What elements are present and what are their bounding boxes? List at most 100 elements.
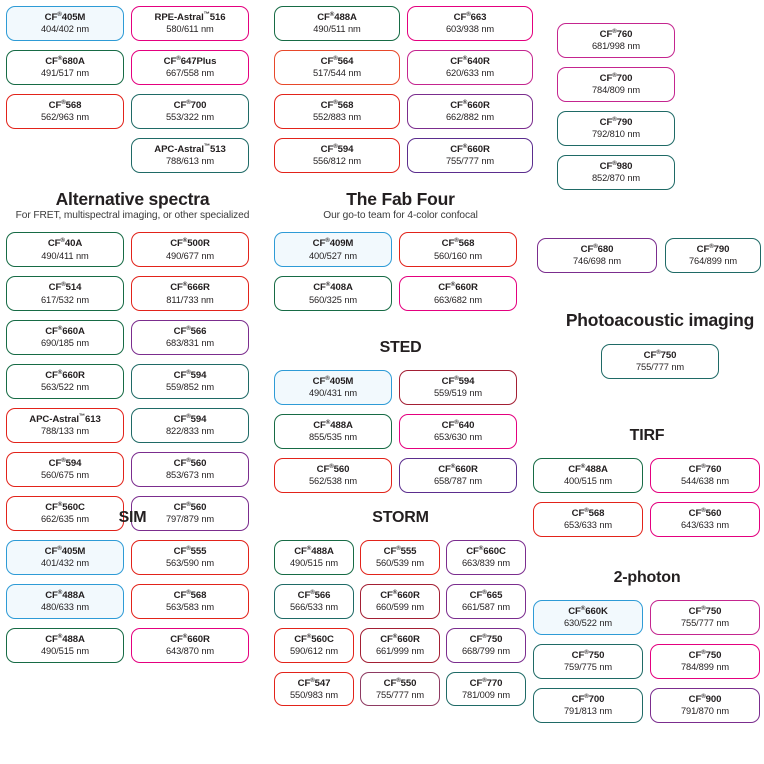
dye-name: CF®790 bbox=[599, 115, 633, 128]
dye-wavelengths: 653/633 nm bbox=[563, 519, 613, 530]
dye-name: CF®547 bbox=[297, 676, 331, 689]
dye-wavelengths: 755/777 nm bbox=[635, 361, 685, 372]
dye-name: CF®660R bbox=[438, 281, 478, 294]
trademark-mark: ® bbox=[325, 418, 331, 426]
dye-wavelengths: 550/983 nm bbox=[289, 689, 339, 700]
dye-name: CF®568 bbox=[173, 588, 207, 601]
trademark-mark: ® bbox=[450, 462, 456, 470]
trademark-mark: ® bbox=[462, 142, 468, 150]
trademark-mark: ® bbox=[612, 159, 617, 167]
trademark-mark: ® bbox=[186, 325, 191, 333]
dye-name: CF®560C bbox=[45, 500, 85, 513]
dye-name: CF®760 bbox=[599, 28, 633, 41]
dye-name: CF®566 bbox=[173, 325, 207, 338]
trademark-mark: ® bbox=[57, 11, 62, 18]
trademark-mark: ® bbox=[450, 281, 456, 289]
dye-wavelengths: 552/883 nm bbox=[312, 112, 362, 123]
dye-wavelengths: 784/899 nm bbox=[680, 661, 730, 672]
dye-wavelengths: 822/833 nm bbox=[165, 426, 215, 437]
trademark-mark: ® bbox=[57, 325, 63, 333]
